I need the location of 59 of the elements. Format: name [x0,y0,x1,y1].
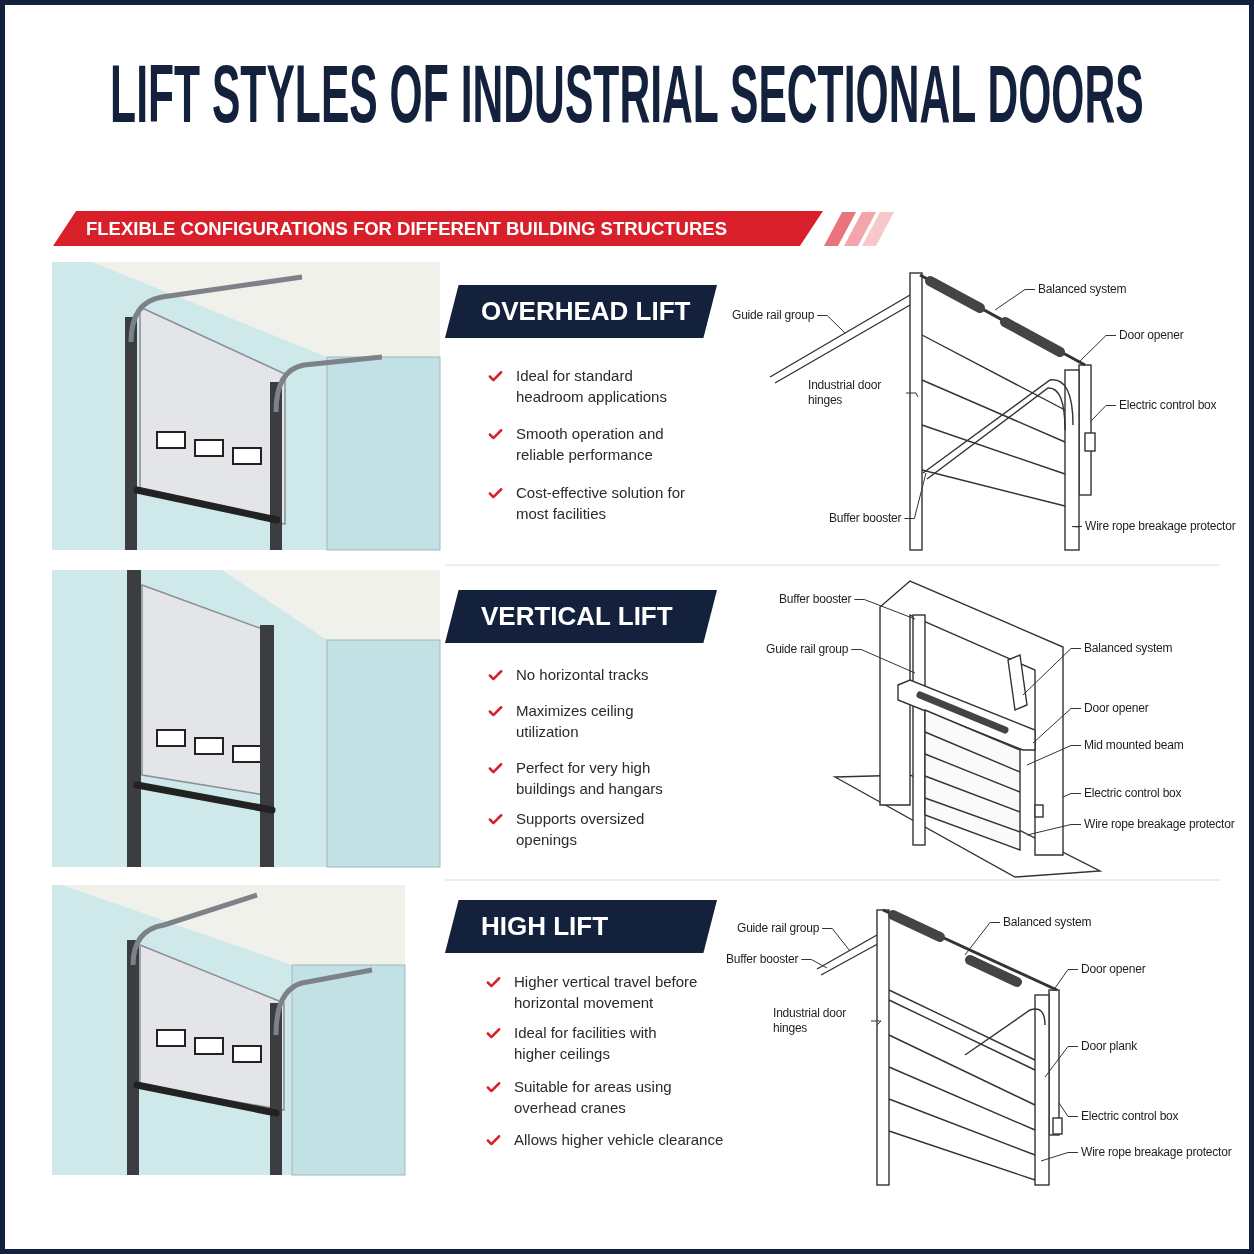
leader-line [1022,648,1082,696]
bullet-text: Ideal for standard headroom applications [516,366,668,407]
callout-label: Balanced system [1038,282,1127,297]
leader-line [816,315,846,334]
callout-label: Guide rail group [766,642,849,657]
callout-label: Balanced system [1003,915,1092,930]
leader-line [800,959,828,969]
leader-line [1090,405,1117,422]
callout-label: Buffer booster [779,592,852,607]
leader-line [964,922,1001,956]
callout-label: Industrial door hinges [773,1006,868,1036]
callout-label: Guide rail group [737,921,820,936]
bullet-text: Smooth operation and reliable performance [516,424,665,465]
section-banner: FLEXIBLE CONFIGURATIONS FOR DIFFERENT BUILDING STRUCTURES [53,211,823,246]
leader-line [994,289,1036,311]
callout-label: Guide rail group [732,308,815,323]
leader-line [1079,335,1117,362]
leader-line [1026,824,1082,836]
callout-label: Wire rope breakage protector [1084,817,1235,832]
section-heading: HIGH LIFT [445,900,717,953]
bullet-text: Ideal for facilities with higher ceilings [514,1023,658,1064]
callout-label: Door opener [1081,962,1146,977]
callout-label: Wire rope breakage protector [1085,519,1236,534]
callout-label: Electric control box [1084,786,1182,801]
leader-line [1062,793,1082,798]
leader-line [1052,969,1079,992]
callout-label: Door opener [1084,701,1149,716]
leader-line [870,1020,882,1026]
leader-line [903,472,927,519]
bullet-text: Supports oversized openings [516,809,646,850]
bullet-text: Maximizes ceiling utilization [516,701,635,742]
callout-label: Door plank [1081,1039,1138,1054]
callout-label: Buffer booster [726,952,799,967]
bullet-text: Cost-effective solution for most facilities [516,483,686,524]
callout-label: Buffer booster [829,511,902,526]
callout-label: Electric control box [1081,1109,1179,1124]
callout-label: Industrial door hinges [808,378,903,408]
callout-label: Balanced system [1084,641,1173,656]
leader-line [821,928,851,952]
bullet-text: Higher vertical travel before horizontal movement [514,972,699,1013]
leader-line [905,392,919,398]
leader-line [1032,708,1082,744]
leader-line [853,599,916,620]
bullet-text: No horizontal tracks [516,665,650,685]
section-heading: VERTICAL LIFT [445,590,717,643]
page-title: LIFT STYLES OF INDUSTRIAL SECTIONAL DOORS [110,53,1144,135]
leader-line [1058,1102,1079,1117]
bullet-text: Suitable for areas using overhead cranes [514,1077,673,1118]
leader-line [1026,745,1082,766]
callout-label: Door opener [1119,328,1184,343]
leader-line [850,649,916,674]
section-heading: OVERHEAD LIFT [445,285,717,338]
leader-line [1044,1046,1079,1078]
leader-line [1040,1152,1079,1162]
bullet-text: Perfect for very high buildings and hangars [516,758,664,799]
bullet-text: Allows higher vehicle clearance [514,1130,725,1150]
callout-label: Mid mounted beam [1084,738,1184,753]
callout-label: Electric control box [1119,398,1217,413]
callout-label: Wire rope breakage protector [1081,1145,1232,1160]
